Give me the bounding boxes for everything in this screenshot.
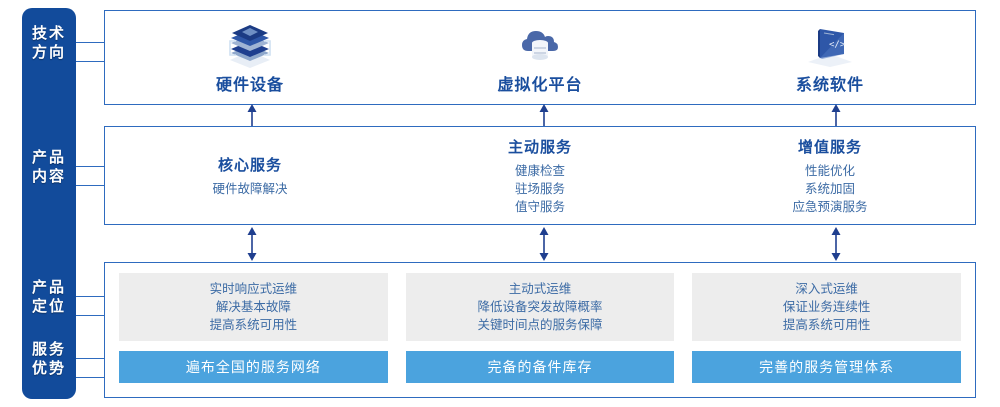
content-column-proactive[interactable]: 主动服务 健康检查 驻场服务 值守服务 <box>395 127 685 224</box>
connector-stub <box>76 377 104 378</box>
rail-label-tech-direction: 技术 方向 <box>22 24 76 62</box>
arrow-double-core <box>245 227 259 261</box>
arrow-up-software <box>829 104 843 128</box>
positioning-line: 降低设备突发故障概率 <box>477 300 603 314</box>
section-tech-direction: 硬件设备 虚拟化平台 <box>104 10 976 105</box>
rail-label-product-position: 产品 定位 <box>22 278 76 316</box>
section-product-content: 核心服务 硬件故障解决 主动服务 健康检查 驻场服务 值守服务 增值服务 性能优… <box>104 126 976 225</box>
positioning-line: 深入式运维 <box>795 282 858 296</box>
server-stack-icon <box>229 24 271 68</box>
positioning-card-proactive[interactable]: 主动式运维 降低设备突发故障概率 关键时间点的服务保障 <box>405 273 675 341</box>
connector-stub <box>76 166 104 167</box>
arrow-double-proactive <box>537 227 551 261</box>
arrow-double-valueadd <box>829 227 843 261</box>
arrow-up-hardware <box>245 104 259 128</box>
advantage-bar-management[interactable]: 完善的服务管理体系 <box>692 351 962 383</box>
rail-label-line2: 定位 <box>31 298 66 315</box>
content-item: 值守服务 <box>514 199 565 214</box>
positioning-row: 实时响应式运维 解决基本故障 提高系统可用性 主动式运维 降低设备突发故障概率 … <box>119 273 962 341</box>
connector-stub <box>76 61 104 62</box>
rail-label-line2: 优势 <box>31 360 66 377</box>
tech-column-hardware[interactable]: 硬件设备 <box>105 11 395 104</box>
positioning-line: 实时响应式运维 <box>209 282 298 296</box>
rail-label-line2: 内容 <box>31 168 66 185</box>
positioning-line: 保证业务连续性 <box>782 300 871 314</box>
positioning-card-realtime[interactable]: 实时响应式运维 解决基本故障 提高系统可用性 <box>119 273 388 341</box>
section-positioning-advantage: 实时响应式运维 解决基本故障 提高系统可用性 主动式运维 降低设备突发故障概率 … <box>104 262 976 398</box>
rail-label-service-advantage: 服务 优势 <box>22 340 76 378</box>
content-title: 核心服务 <box>217 156 282 174</box>
content-title: 增值服务 <box>797 138 862 156</box>
cloud-database-icon <box>522 30 558 60</box>
positioning-line: 提高系统可用性 <box>209 318 298 332</box>
content-item: 性能优化 <box>804 163 855 178</box>
tech-title: 硬件设备 <box>215 76 284 94</box>
positioning-line: 关键时间点的服务保障 <box>477 318 603 332</box>
rail-label-line1: 服务 <box>31 341 66 358</box>
content-column-valueadd[interactable]: 增值服务 性能优化 系统加固 应急预演服务 <box>685 127 975 224</box>
rail-label-line1: 产品 <box>31 149 66 166</box>
content-item: 硬件故障解决 <box>212 181 288 196</box>
positioning-line: 解决基本故障 <box>215 300 291 314</box>
connector-stub <box>76 185 104 186</box>
content-item: 应急预演服务 <box>792 199 868 214</box>
content-item: 系统加固 <box>804 181 855 196</box>
tech-title: 系统软件 <box>795 76 864 94</box>
rail-label-line1: 产品 <box>31 279 66 296</box>
tech-column-virtualization[interactable]: 虚拟化平台 <box>395 11 685 104</box>
advantage-bar-network[interactable]: 遍布全国的服务网络 <box>119 351 388 383</box>
content-item: 健康检查 <box>514 163 565 178</box>
connector-stub <box>76 42 104 43</box>
laptop-code-icon: </> <box>808 28 852 67</box>
tech-column-software[interactable]: </> 系统软件 <box>685 11 975 104</box>
positioning-card-indepth[interactable]: 深入式运维 保证业务连续性 提高系统可用性 <box>692 273 962 341</box>
content-title: 主动服务 <box>507 138 572 156</box>
advantage-bar-spareparts[interactable]: 完备的备件库存 <box>405 351 675 383</box>
svg-text:</>: </> <box>829 40 846 50</box>
rail-label-product-content: 产品 内容 <box>22 148 76 186</box>
content-item: 驻场服务 <box>514 181 565 196</box>
connector-stub <box>76 296 104 297</box>
advantage-row: 遍布全国的服务网络 完备的备件库存 完善的服务管理体系 <box>119 351 962 383</box>
content-column-core[interactable]: 核心服务 硬件故障解决 <box>105 127 395 224</box>
positioning-line: 主动式运维 <box>508 282 572 296</box>
tech-title: 虚拟化平台 <box>497 76 583 94</box>
left-rail <box>22 8 76 399</box>
connector-stub <box>76 358 104 359</box>
connector-stub <box>76 315 104 316</box>
rail-label-line1: 技术 <box>31 25 66 42</box>
arrow-up-virtualization <box>537 104 551 128</box>
positioning-line: 提高系统可用性 <box>782 318 871 332</box>
rail-label-line2: 方向 <box>31 44 66 61</box>
